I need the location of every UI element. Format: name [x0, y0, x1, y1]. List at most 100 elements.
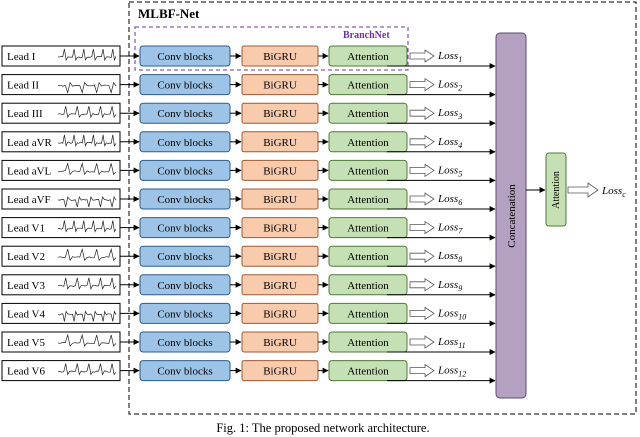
ecg-waveform-icon: [57, 277, 117, 290]
branchnet-frame: [134, 26, 409, 71]
branch-loss-label: Loss6: [437, 193, 462, 207]
attention-block: [328, 331, 408, 353]
lead-row: Lead V5 Conv blocks BiGRU Attention Loss11: [1, 331, 496, 355]
bigru-block-label: BiGRU: [263, 251, 297, 263]
lead-row: Lead V1 Conv blocks BiGRU Attention Loss7: [1, 217, 496, 241]
attention-block: [328, 159, 408, 181]
conv-block-label: Conv blocks: [157, 194, 212, 206]
bigru-block-label: BiGRU: [263, 80, 297, 92]
conv-block-label: Conv blocks: [157, 137, 212, 149]
bigru-block-label: BiGRU: [263, 366, 297, 378]
attention-block-label: Attention: [347, 194, 389, 206]
ecg-waveform-icon: [57, 81, 117, 94]
attention-block-label: Attention: [347, 137, 389, 149]
attention-block-label: Attention: [347, 280, 389, 292]
branch-loss-label: Loss9: [437, 279, 462, 293]
loss-arrow: [409, 306, 435, 321]
lead-row: Lead V6 Conv blocks BiGRU Attention Loss12: [1, 360, 496, 384]
attention-block-label: Attention: [347, 308, 389, 320]
mlbf-net-title: MLBF-Net: [138, 6, 200, 21]
final-loss-arrow: [567, 182, 599, 198]
bigru-block-label: BiGRU: [263, 108, 297, 120]
concatenation-label: Concatenation: [506, 184, 518, 248]
concatenation-block: [495, 32, 527, 399]
conv-block-label: Conv blocks: [157, 80, 212, 92]
attention-block-label: Attention: [347, 337, 389, 349]
mlbf-net-frame: [128, 1, 637, 415]
lead-label: Lead I: [7, 51, 36, 63]
ecg-waveform-icon: [57, 363, 117, 376]
lead-label: Lead V3: [7, 280, 45, 292]
loss-arrow: [409, 363, 435, 378]
attention-block-label: Attention: [347, 108, 389, 120]
lead-label: Lead aVL: [7, 165, 52, 177]
attention-block: [328, 360, 408, 382]
lead-label: Lead V5: [7, 337, 45, 349]
conv-block-label: Conv blocks: [157, 308, 212, 320]
branchnet-label: BranchNet: [343, 30, 390, 41]
conv-block-label: Conv blocks: [157, 251, 212, 263]
bigru-block-label: BiGRU: [263, 308, 297, 320]
bigru-block-label: BiGRU: [263, 223, 297, 235]
conv-block-label: Conv blocks: [157, 51, 212, 63]
attention-block: [328, 245, 408, 267]
loss-arrow: [409, 220, 435, 235]
branch-loss-label: Loss8: [437, 250, 462, 264]
attention-block: [328, 131, 408, 153]
loss-arrow: [409, 163, 435, 178]
loss-arrow: [409, 106, 435, 120]
attention-block: [328, 74, 408, 96]
lead-label: Lead aVR: [7, 137, 53, 149]
lead-row: Lead V3 Conv blocks BiGRU Attention Loss9: [1, 274, 496, 298]
lead-row: Lead V4 Conv blocks BiGRU Attention Loss10: [1, 302, 496, 327]
lead-label: Lead V6: [7, 366, 45, 378]
attention-block-label: Attention: [347, 366, 389, 378]
bigru-block-label: BiGRU: [263, 280, 297, 292]
conv-block-label: Conv blocks: [157, 366, 212, 378]
attention-block-label: Attention: [347, 223, 389, 235]
ecg-waveform-icon: [57, 48, 117, 62]
attention-block: [328, 302, 408, 324]
bigru-block-label: BiGRU: [263, 51, 297, 63]
ecg-waveform-icon: [57, 196, 117, 208]
branch-loss-label: Loss4: [437, 136, 462, 150]
attention-block: [328, 102, 408, 124]
loss-arrow: [409, 135, 435, 149]
ecg-waveform-icon: [57, 106, 117, 119]
attention-block: [328, 188, 408, 210]
bigru-block-label: BiGRU: [263, 194, 297, 206]
attention-block-label: Attention: [347, 80, 389, 92]
bigru-block-label: BiGRU: [263, 165, 297, 177]
loss-arrow: [409, 77, 435, 92]
bigru-block-label: BiGRU: [263, 337, 297, 349]
ecg-waveform-icon: [57, 220, 117, 233]
attention-block-label: Attention: [347, 251, 389, 263]
loss-arrow: [409, 335, 435, 349]
branch-loss-label: Loss3: [437, 107, 462, 121]
lead-label: Lead II: [7, 80, 39, 92]
conv-block-label: Conv blocks: [157, 280, 212, 292]
branch-loss-label: Loss12: [437, 365, 466, 379]
conv-block-label: Conv blocks: [157, 337, 212, 349]
attention-block: [328, 217, 408, 239]
figure-caption: Fig. 1: The proposed network architectur…: [216, 421, 429, 435]
branch-loss-label: Loss7: [437, 222, 463, 236]
conv-block-label: Conv blocks: [157, 165, 212, 177]
conv-block-label: Conv blocks: [157, 223, 212, 235]
branch-loss-label: Loss11: [437, 336, 466, 350]
ecg-waveform-icon: [57, 333, 117, 347]
lead-label: Lead V1: [7, 223, 45, 235]
branch-loss-label: Loss2: [437, 79, 462, 93]
branch-loss-label: Loss10: [437, 307, 466, 321]
loss-arrow: [409, 49, 435, 63]
ecg-waveform-icon: [57, 310, 117, 322]
lead-label: Lead V4: [7, 308, 45, 320]
final-loss-label: Lossc: [601, 185, 626, 199]
